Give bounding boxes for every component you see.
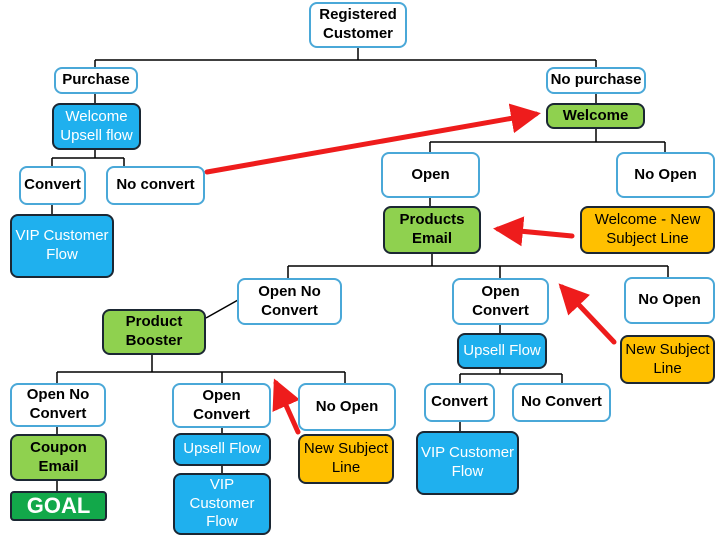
welcome-upsell-flow-node: Welcome Upsell flow — [52, 103, 141, 150]
vip-customer-flow-node-3: VIP Customer Flow — [416, 431, 519, 495]
new-subject-line-node-1: New Subject Line — [620, 335, 715, 384]
no-convert-node-2: No Convert — [512, 383, 611, 422]
no-open-node-2: No Open — [624, 277, 715, 324]
coupon-email-node: Coupon Email — [10, 434, 107, 481]
purchase-node: Purchase — [54, 67, 138, 94]
goal-node: GOAL — [10, 491, 107, 521]
no-open-node-1: No Open — [616, 152, 715, 198]
product-booster-node: Product Booster — [102, 309, 206, 355]
vip-customer-flow-node-1: VIP Customer Flow — [10, 214, 114, 278]
open-no-convert-node-2: Open No Convert — [10, 383, 106, 427]
new-subject-line-node-2: New Subject Line — [298, 434, 394, 484]
vip-customer-flow-node-2: VIP Customer Flow — [173, 473, 271, 535]
registered-customer-node: Registered Customer — [309, 2, 407, 48]
open-convert-node-2: Open Convert — [172, 383, 271, 428]
upsell-flow-node-2: Upsell Flow — [173, 433, 271, 466]
no-convert-node-1: No convert — [106, 166, 205, 205]
products-email-node: Products Email — [383, 206, 481, 254]
welcome-new-subject-line-node: Welcome - New Subject Line — [580, 206, 715, 254]
no-purchase-node: No purchase — [546, 67, 646, 94]
welcome-node: Welcome — [546, 103, 645, 129]
convert-node-2: Convert — [424, 383, 495, 422]
open-node-1: Open — [381, 152, 480, 198]
no-open-node-3: No Open — [298, 383, 396, 431]
convert-node-1: Convert — [19, 166, 86, 205]
open-no-convert-node-1: Open No Convert — [237, 278, 342, 325]
open-convert-node-1: Open Convert — [452, 278, 549, 325]
upsell-flow-node-1: Upsell Flow — [457, 333, 547, 369]
